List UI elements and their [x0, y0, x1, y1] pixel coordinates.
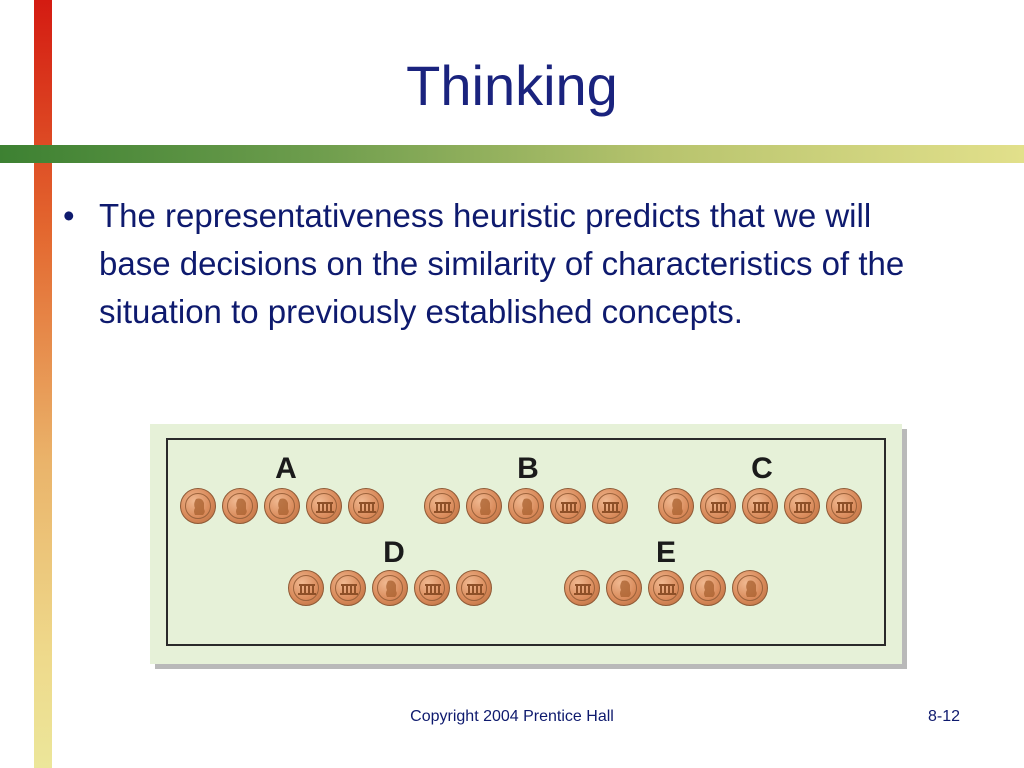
- penny-heads-icon: [658, 488, 694, 524]
- penny-tails-icon: [456, 570, 492, 606]
- penny-heads-icon: [180, 488, 216, 524]
- penny-heads-icon: [466, 488, 502, 524]
- group-label-b: B: [517, 452, 539, 485]
- penny-tails-icon: [648, 570, 684, 606]
- penny-tails-icon: [424, 488, 460, 524]
- penny-heads-icon: [690, 570, 726, 606]
- group-label-c: C: [751, 452, 773, 485]
- penny-tails-icon: [330, 570, 366, 606]
- title-divider-bar: [0, 145, 1024, 163]
- penny-tails-icon: [306, 488, 342, 524]
- penny-tails-icon: [742, 488, 778, 524]
- penny-tails-icon: [564, 570, 600, 606]
- penny-heads-icon: [732, 570, 768, 606]
- bullet-icon: •: [63, 197, 75, 234]
- penny-heads-icon: [222, 488, 258, 524]
- penny-tails-icon: [826, 488, 862, 524]
- penny-tails-icon: [592, 488, 628, 524]
- penny-tails-icon: [288, 570, 324, 606]
- left-accent-bar: [34, 0, 52, 768]
- bullet-text: The representativeness heuristic predict…: [99, 197, 905, 330]
- bullet-point: • The representativeness heuristic predi…: [63, 192, 923, 336]
- coin-toss-figure: A B C D E: [150, 424, 902, 664]
- copyright-text: Copyright 2004 Prentice Hall: [410, 708, 614, 725]
- penny-heads-icon: [372, 570, 408, 606]
- penny-heads-icon: [508, 488, 544, 524]
- coin-figure-frame: A B C D E: [166, 438, 886, 646]
- penny-tails-icon: [700, 488, 736, 524]
- penny-tails-icon: [784, 488, 820, 524]
- penny-tails-icon: [414, 570, 450, 606]
- penny-tails-icon: [550, 488, 586, 524]
- penny-heads-icon: [606, 570, 642, 606]
- penny-tails-icon: [348, 488, 384, 524]
- group-label-e: E: [655, 536, 677, 569]
- slide-number: 8-12: [927, 708, 960, 725]
- group-label-a: A: [275, 452, 297, 485]
- penny-heads-icon: [264, 488, 300, 524]
- group-label-d: D: [383, 536, 405, 569]
- slide-title: Thinking: [406, 54, 618, 117]
